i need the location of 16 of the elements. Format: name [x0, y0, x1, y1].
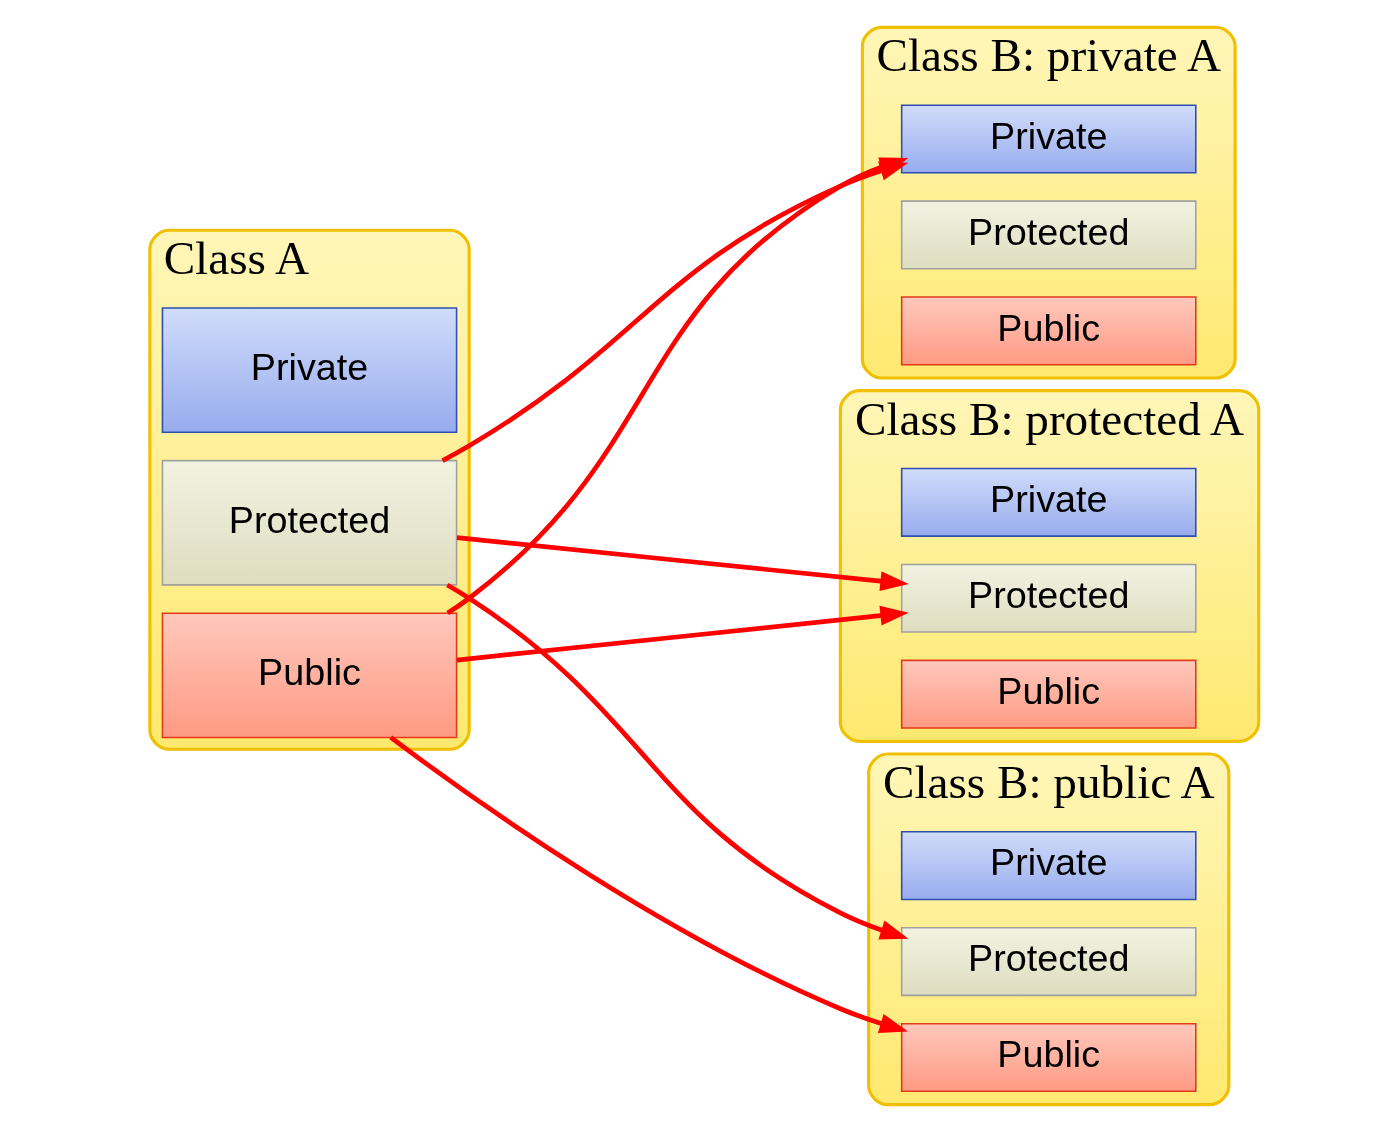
node-box: Private	[900, 104, 1197, 174]
arrow	[389, 735, 908, 1033]
node-box: Private	[161, 307, 458, 434]
node-box: Protected	[900, 563, 1197, 633]
node-box: Protected	[161, 459, 458, 586]
node-box: Public	[161, 612, 458, 739]
node-box: Private	[900, 467, 1197, 537]
node-box: Private	[900, 831, 1197, 901]
node-box: Protected	[900, 200, 1197, 270]
node-box: Public	[900, 296, 1197, 366]
node-box: Protected	[900, 926, 1197, 997]
arrow	[456, 605, 909, 663]
arrow	[446, 582, 909, 940]
node-box: Public	[900, 659, 1197, 729]
arrow	[456, 535, 909, 592]
node-box: Public	[900, 1022, 1197, 1093]
